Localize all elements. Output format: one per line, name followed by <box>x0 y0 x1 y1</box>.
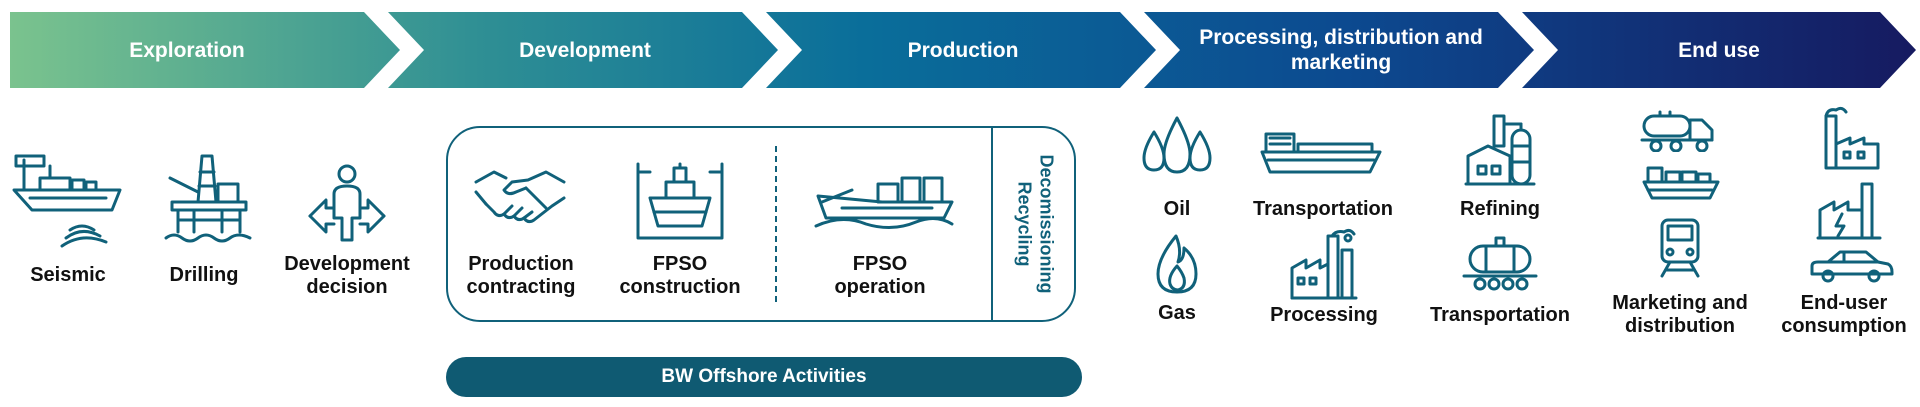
decommissioning-divider <box>991 126 993 322</box>
refinery-icon <box>1464 114 1536 186</box>
factory-icon <box>1824 106 1880 170</box>
processing-plant-icon <box>1290 228 1358 300</box>
construction-operation-divider <box>775 146 777 302</box>
power-factory-icon <box>1816 182 1882 240</box>
handshake-icon <box>474 170 566 224</box>
refining-label: Refining <box>1460 198 1540 220</box>
stage-label-production: Production <box>907 38 1019 62</box>
marketing-distribution-label: Marketing and distribution <box>1612 292 1748 337</box>
fpso-operation-label: FPSO operation <box>834 253 926 298</box>
stage-label-exploration: Exploration <box>129 38 245 62</box>
fpso-construction-icon <box>636 162 724 240</box>
value-chain-banner <box>10 12 1916 88</box>
fpso-construction-label: FPSO construction <box>619 253 741 298</box>
chevron-production <box>766 12 1156 88</box>
end-user-consumption-label: End-user consumption <box>1781 292 1907 337</box>
transportation-ship-label: Transportation <box>1252 198 1393 220</box>
development-decision-label: Development decision <box>284 253 410 298</box>
bw-activities-box <box>446 126 1076 322</box>
chevron-processing <box>1144 12 1534 88</box>
development-decision-icon <box>308 164 386 242</box>
decommissioning-recycling-label: Decomissioning Recycling <box>1015 154 1057 294</box>
train-icon <box>1660 218 1700 278</box>
tank-truck-icon <box>1640 110 1714 152</box>
chevron-development <box>388 12 778 88</box>
seismic-label: Seismic <box>30 264 106 286</box>
car-icon <box>1810 250 1894 283</box>
tanker-ship-icon <box>1260 132 1382 174</box>
drilling-rig-icon <box>164 154 252 243</box>
processing-label: Processing <box>1270 304 1378 326</box>
stage-label-development: Development <box>519 38 651 62</box>
chevron-end-use <box>1522 12 1916 88</box>
seismic-ship-icon <box>12 154 122 248</box>
transportation-rail-label: Transportation <box>1429 304 1570 326</box>
fpso-ship-icon <box>814 176 954 229</box>
bw-offshore-activities-bar: BW Offshore Activities <box>446 357 1082 397</box>
oil-drops-icon <box>1142 116 1212 174</box>
gas-flame-icon <box>1156 234 1198 294</box>
cargo-ship-icon <box>1642 166 1720 200</box>
stage-label-end-use: End use <box>1678 38 1760 62</box>
gas-label: Gas <box>1158 302 1196 324</box>
drilling-label: Drilling <box>169 264 239 286</box>
stage-label-processing: Processing, distribution and marketing <box>1199 26 1483 74</box>
rail-tanker-icon <box>1462 236 1538 291</box>
oil-label: Oil <box>1163 198 1191 220</box>
production-contracting-label: Production contracting <box>466 253 576 298</box>
chevron-exploration <box>10 12 400 88</box>
